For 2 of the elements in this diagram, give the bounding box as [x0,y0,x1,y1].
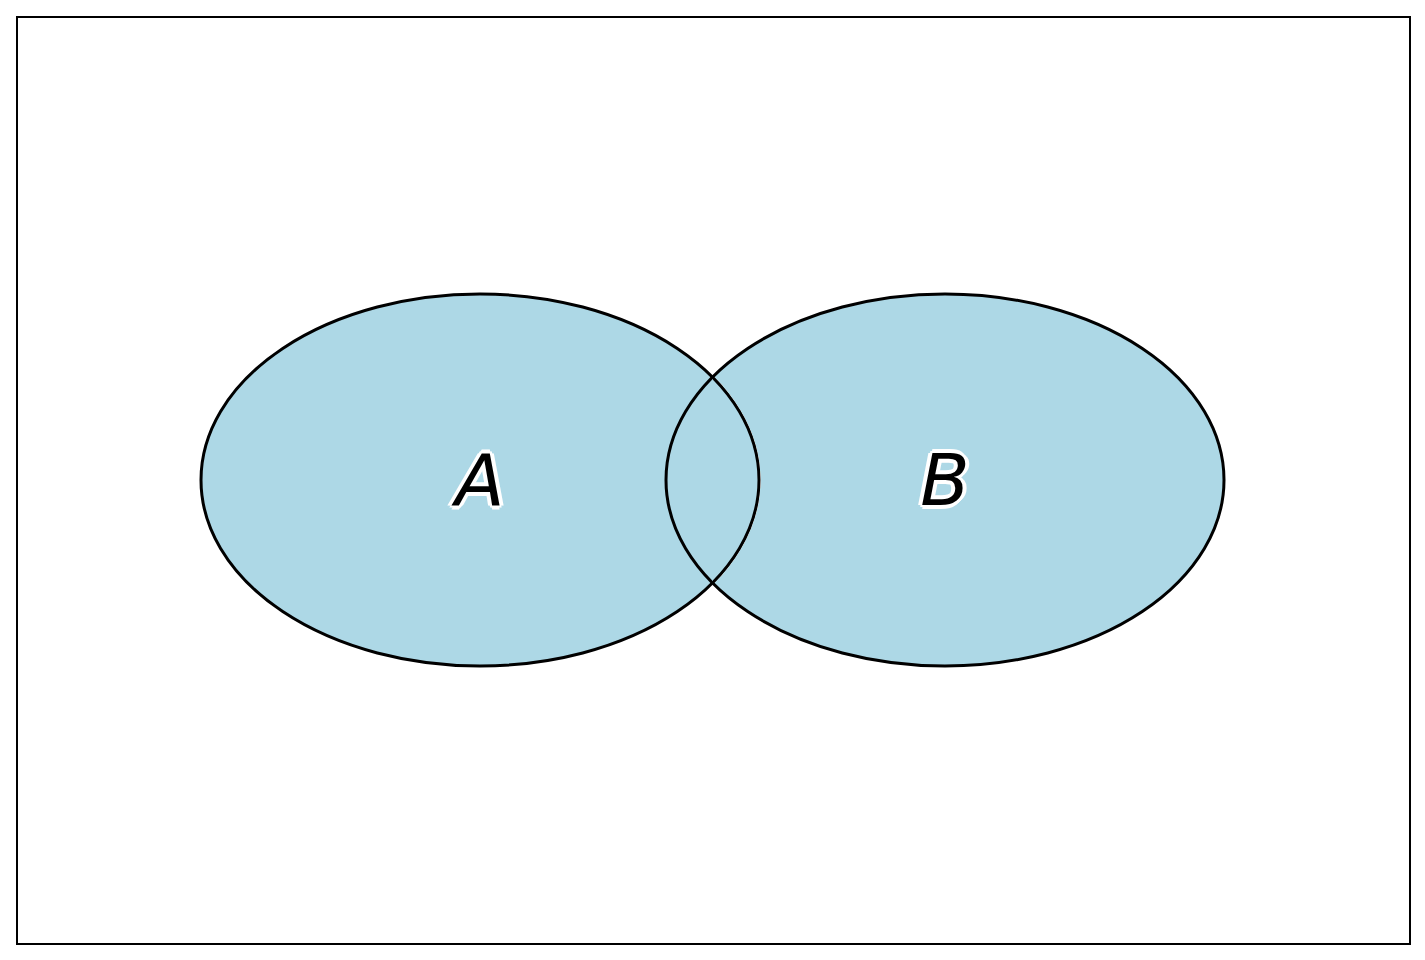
set-label: B [920,444,970,516]
set-ellipse [666,294,1224,666]
